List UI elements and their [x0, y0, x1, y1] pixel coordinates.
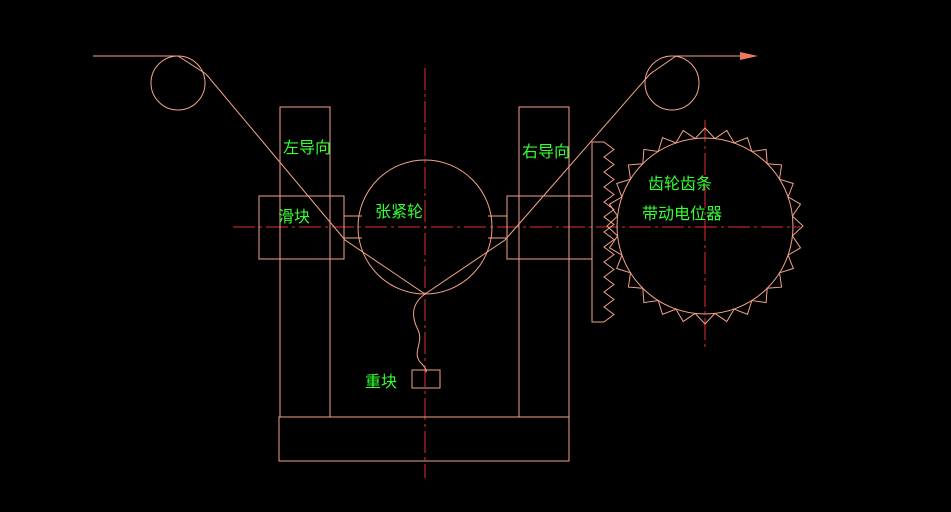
label-left-guide: 左导向 [283, 138, 331, 157]
web-arrow-head [740, 52, 758, 60]
label-weight: 重块 [365, 372, 397, 391]
label-right-guide: 右导向 [522, 142, 570, 161]
web-path [93, 55, 740, 295]
base-bar [278, 416, 570, 462]
weight-block [411, 369, 441, 389]
label-gear-rack: 齿轮齿条 [648, 174, 712, 193]
gear-pitch-circle [616, 137, 794, 315]
left-slider-block [258, 195, 345, 260]
label-tension-wheel: 张紧轮 [375, 202, 423, 221]
label-drive-potentiometer: 带动电位器 [642, 204, 722, 223]
left-guide-roller [150, 55, 206, 111]
weight-cord [413, 293, 427, 373]
gear-teeth [606, 127, 804, 325]
right-guide-roller [644, 55, 700, 111]
label-slider: 滑块 [278, 207, 310, 226]
rack [591, 141, 615, 323]
